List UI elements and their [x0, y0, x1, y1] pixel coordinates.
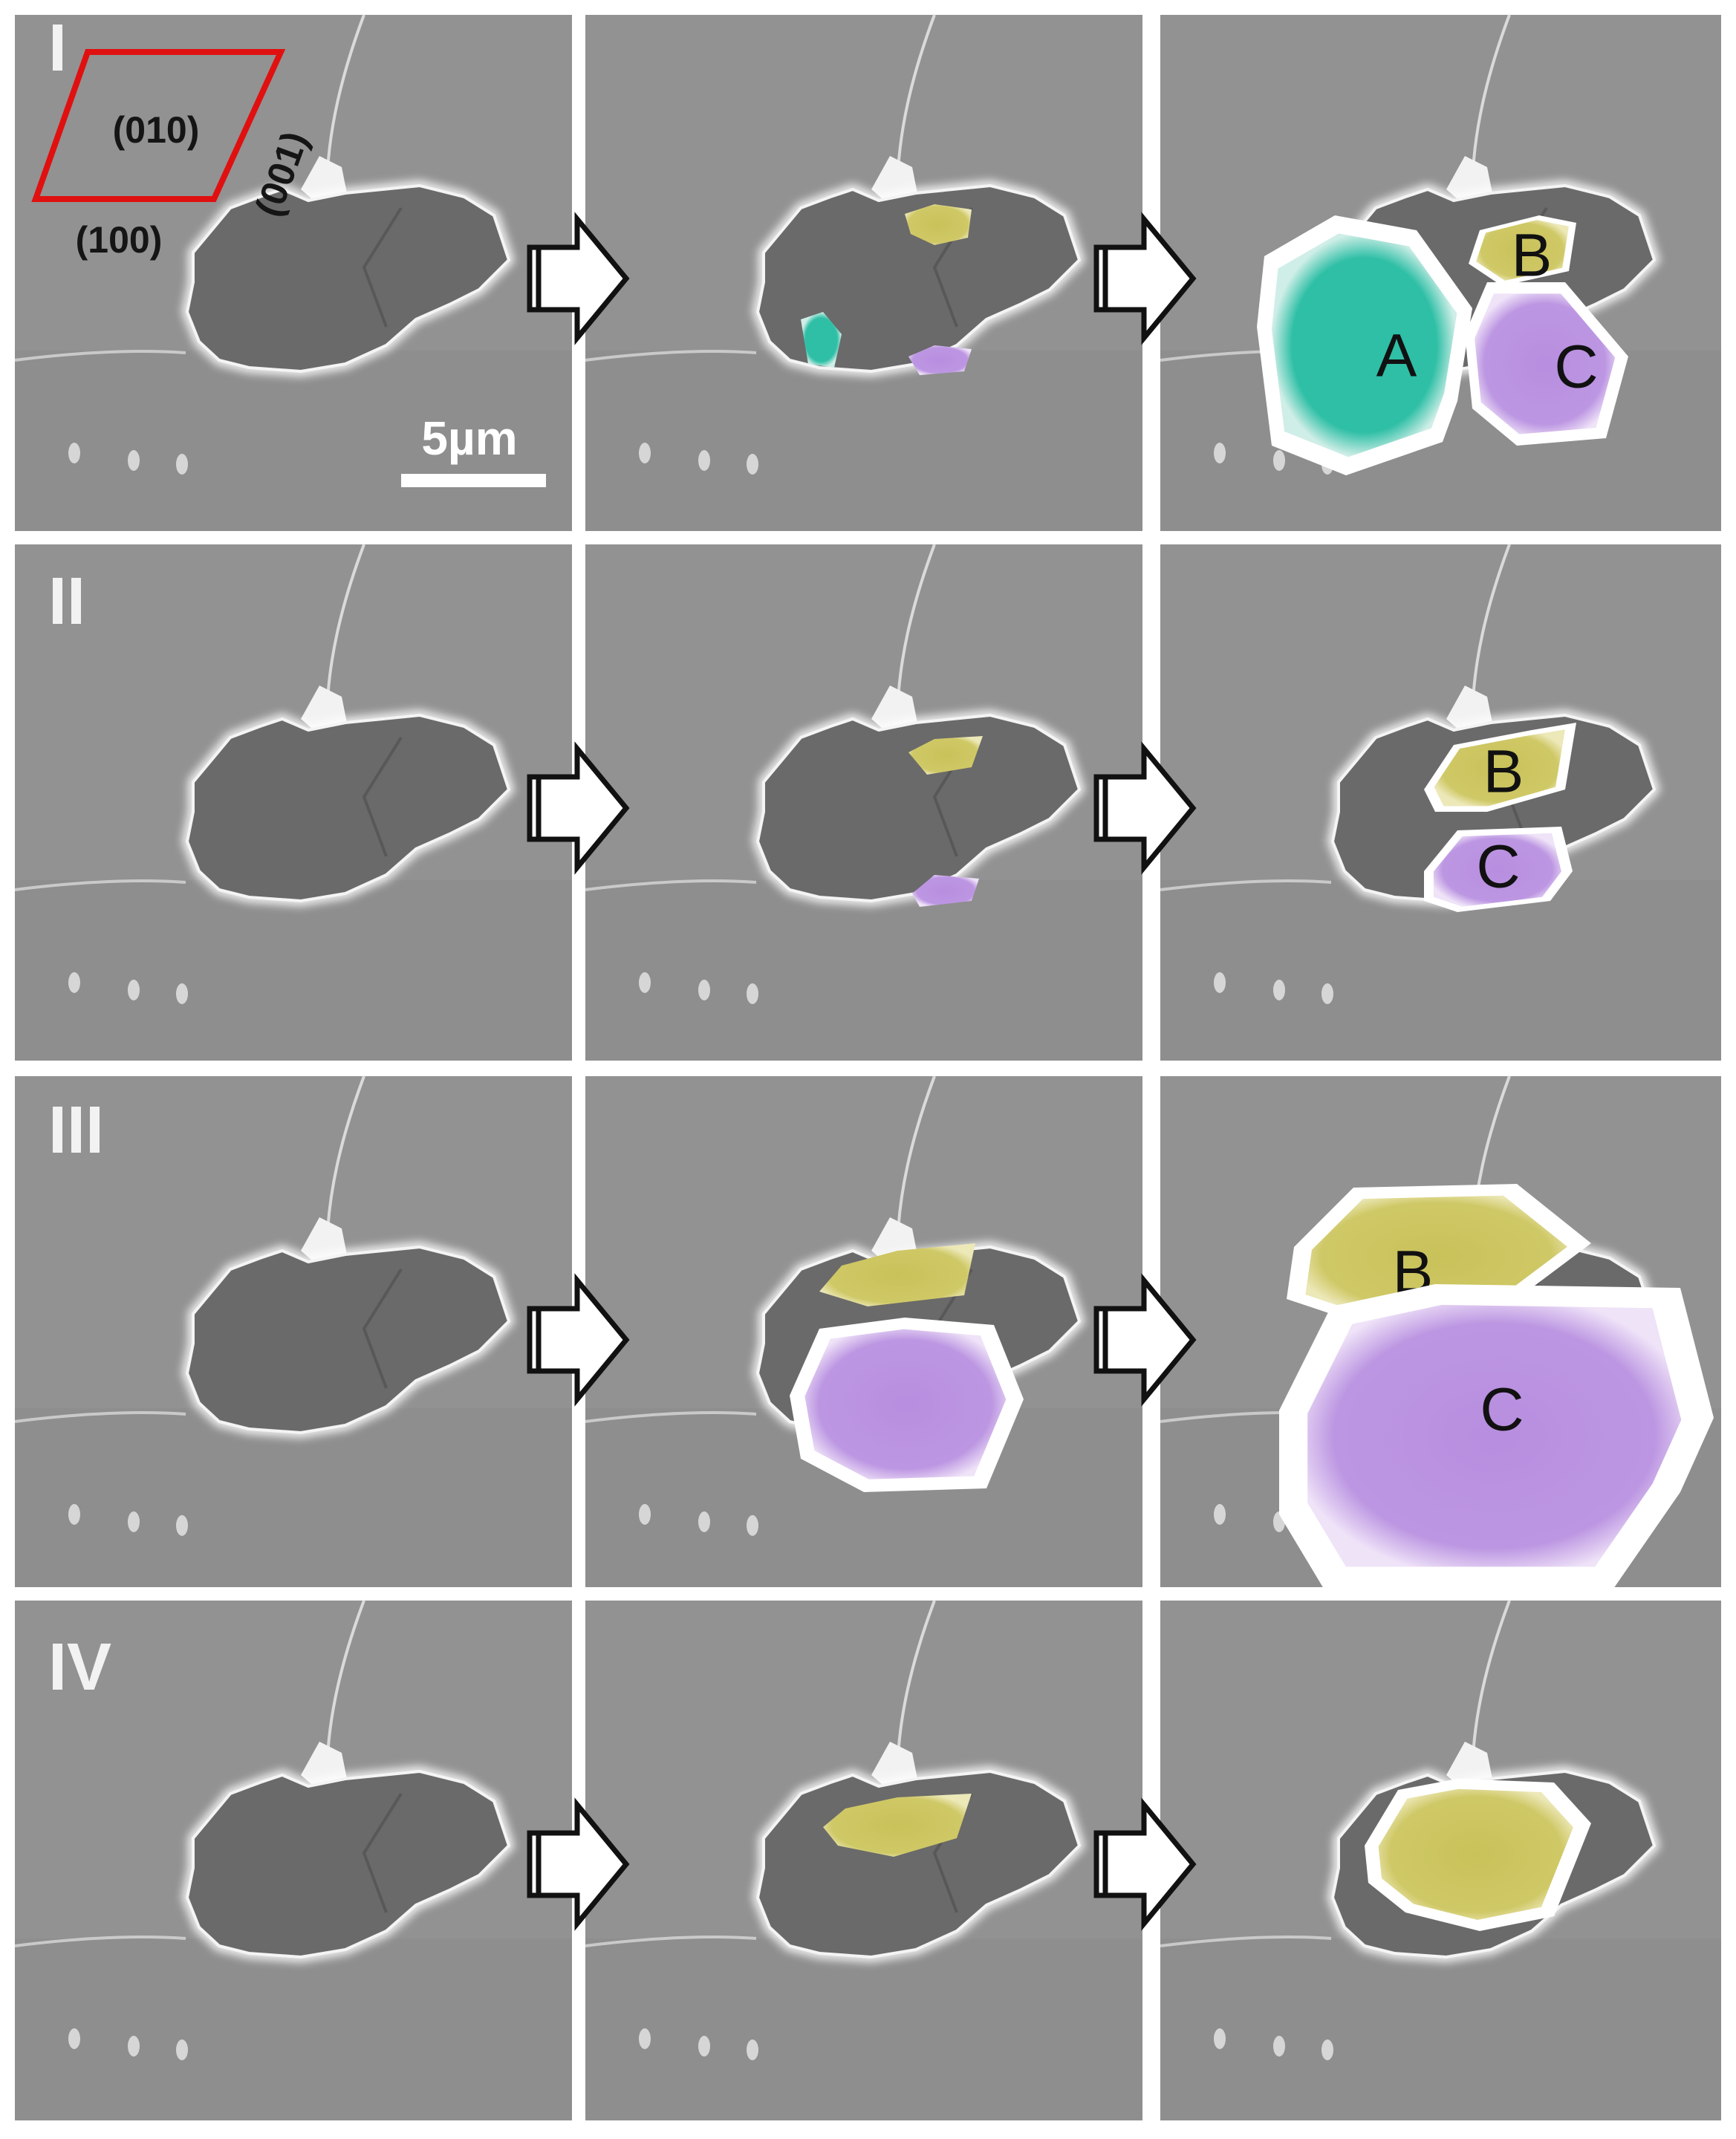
crystal-nucleus-a — [801, 312, 842, 368]
sem-panel — [14, 544, 572, 1061]
sem-panel — [1160, 1600, 1721, 2120]
crystal-c: C — [1465, 282, 1628, 446]
crystal-b: B — [1424, 723, 1576, 812]
sem-panel — [14, 1075, 572, 1587]
crystal-nucleus-b — [905, 204, 972, 245]
scale-bar-label: 5µm — [421, 411, 517, 465]
sem-panel — [585, 14, 1142, 531]
sem-panel — [585, 544, 1142, 1061]
row-label: III — [48, 1093, 104, 1168]
crystal-nucleus-c — [908, 345, 972, 375]
crystal-c: C — [1424, 827, 1573, 912]
row-label: I — [48, 11, 67, 85]
face-label-100: (100) — [76, 219, 163, 261]
crystal-label-c: C — [1480, 1376, 1524, 1444]
sem-panel — [585, 1075, 1142, 1587]
crystal-label-a: A — [1376, 322, 1417, 390]
scale-bar — [401, 474, 546, 487]
crystal-label-c: C — [1554, 333, 1598, 401]
sem-panel: BC — [1160, 544, 1721, 1061]
crystal-label-c: C — [1476, 833, 1520, 901]
crystal-b — [1469, 215, 1576, 286]
crystal-nucleus-b — [823, 1794, 972, 1857]
crystal-nucleus-c — [912, 875, 979, 907]
sem-panel — [14, 14, 572, 531]
crystal-c — [790, 1318, 1024, 1492]
crystal-a: A — [1257, 215, 1472, 475]
crystal-c: C — [1279, 1284, 1714, 1589]
crystal-label-b: B — [1483, 738, 1524, 806]
sem-panel: BC — [1160, 1075, 1721, 1589]
crystal-nucleus-b — [908, 736, 983, 775]
crystal-b — [1365, 1779, 1591, 1931]
row-label: II — [48, 564, 85, 639]
face-label-010: (010) — [113, 109, 200, 151]
sem-panel — [585, 1600, 1142, 2120]
sem-panel — [14, 1600, 572, 2120]
row-label: IV — [48, 1630, 111, 1705]
crystal-face-outline — [31, 49, 286, 202]
crystal-nucleus-b — [819, 1243, 975, 1306]
sem-panel: A CB — [1160, 14, 1721, 531]
crystal-label-b: B — [1512, 222, 1553, 290]
